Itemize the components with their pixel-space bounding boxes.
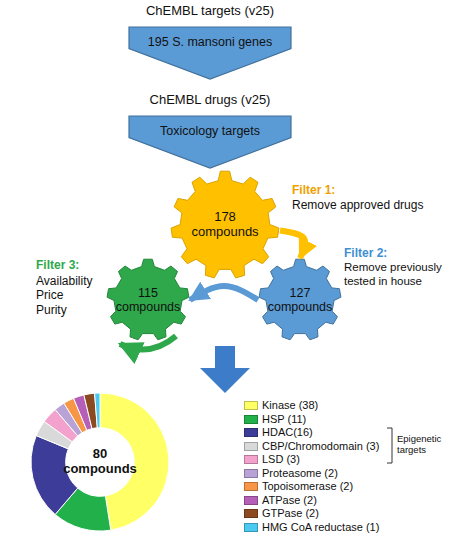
filter-gear: 178 compounds bbox=[170, 170, 280, 280]
legend-swatch bbox=[244, 509, 258, 518]
legend-label: Kinase (38) bbox=[262, 399, 318, 411]
filter-gear: 127 compounds bbox=[258, 258, 342, 342]
chevron-label: Toxicology targets bbox=[128, 124, 292, 138]
source-heading: ChEMBL drugs (v25) bbox=[128, 93, 292, 108]
donut-slice bbox=[95, 393, 100, 428]
chevron-shape bbox=[128, 26, 292, 80]
flow-arrow bbox=[280, 231, 305, 259]
legend-swatch bbox=[244, 523, 258, 532]
filter-note: Remove approved drugs bbox=[292, 198, 442, 212]
filter-note: Remove previously tested in house bbox=[344, 261, 454, 289]
legend-swatch bbox=[244, 415, 258, 424]
flow-arrow bbox=[190, 286, 258, 300]
chevron-outline bbox=[129, 116, 291, 168]
legend-label: ATPase (2) bbox=[262, 494, 317, 506]
gear-outline bbox=[171, 171, 279, 278]
bracket-label: Epigenetic targets bbox=[397, 433, 455, 456]
compound-count: 127 compounds bbox=[268, 286, 333, 315]
chevron-label: 195 S. mansoni genes bbox=[128, 35, 292, 49]
donut-chart: 80 compounds bbox=[30, 392, 170, 532]
legend-swatch bbox=[244, 455, 258, 464]
chevron-shape bbox=[128, 115, 292, 169]
legend-label: CBP/Chromodomain (3) bbox=[262, 440, 379, 452]
legend-swatch bbox=[244, 428, 258, 437]
legend-label: HDAC(16) bbox=[262, 426, 313, 438]
source-heading: ChEMBL targets (v25) bbox=[128, 4, 292, 19]
filter-note: Availability Price Purity bbox=[36, 274, 92, 317]
compound-count: 80 compounds bbox=[63, 447, 137, 477]
legend-label: HMG CoA reductase (1) bbox=[262, 521, 379, 533]
source-chevron: ChEMBL drugs (v25) Toxicology targets bbox=[128, 93, 292, 169]
bracket bbox=[387, 428, 392, 463]
chevron-outline bbox=[129, 27, 291, 79]
filter-title: Filter 3: bbox=[36, 258, 116, 272]
filter-gear: 115 compounds bbox=[106, 258, 190, 342]
legend-label: LSD (3) bbox=[262, 453, 300, 465]
legend-label: Topoisomerase (2) bbox=[262, 480, 353, 492]
cycle-arrow bbox=[120, 336, 176, 349]
legend-swatch bbox=[244, 401, 258, 410]
gear-outline bbox=[107, 259, 189, 340]
gear-outline bbox=[259, 259, 341, 340]
legend-swatch bbox=[244, 442, 258, 451]
legend-swatch bbox=[244, 482, 258, 491]
filter-title: Filter 2: bbox=[344, 246, 444, 260]
block-arrow bbox=[200, 346, 250, 393]
filter-title: Filter 1: bbox=[292, 183, 412, 197]
compound-count: 178 compounds bbox=[191, 210, 258, 240]
legend-label: HSP (11) bbox=[262, 413, 306, 425]
compound-count: 115 compounds bbox=[116, 286, 181, 315]
source-chevron: ChEMBL targets (v25) 195 S. mansoni genes bbox=[128, 4, 292, 80]
legend-swatch bbox=[244, 496, 258, 505]
legend-label: Proteasome (2) bbox=[262, 467, 338, 479]
legend-label: GTPase (2) bbox=[262, 507, 319, 519]
legend-swatch bbox=[244, 469, 258, 478]
